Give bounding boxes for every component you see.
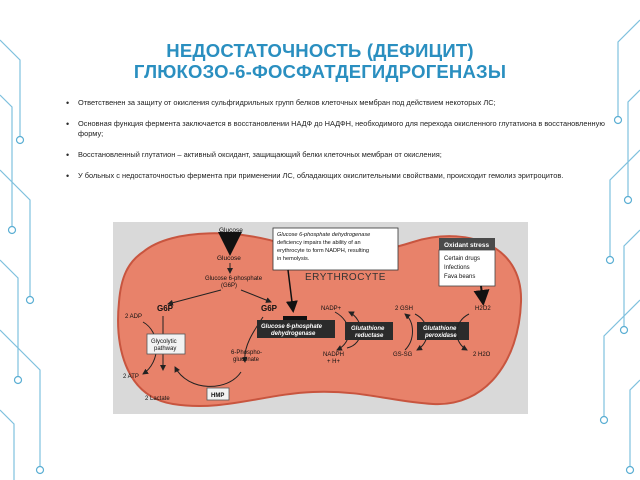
enzyme3-line-2: peroxidase xyxy=(424,333,457,339)
enzyme3-line-1: Glutathione xyxy=(423,326,457,332)
erythrocyte-label: ERYTHROCYTE xyxy=(305,272,386,283)
g6pd-block-bar xyxy=(283,316,307,320)
enzyme1-line-1: Glucose 6-phosphate xyxy=(261,324,323,330)
bullet-item: У больных с недостаточностью фермента пр… xyxy=(66,171,622,181)
atp-label: 2 ATP xyxy=(123,374,139,380)
deficiency-callout-box xyxy=(272,227,399,271)
enzyme2-line-2: reductase xyxy=(355,333,384,339)
glutathione-peroxidase-box xyxy=(417,322,469,340)
bullet-item: Ответственен за защиту от окисления суль… xyxy=(66,98,622,108)
lactate-label: 2 Lactate xyxy=(145,396,170,402)
phosphogluconate-line-2: gluconate xyxy=(233,357,260,363)
glycolytic-pathway-box xyxy=(146,333,186,355)
glucose-label: Glucose xyxy=(217,255,241,262)
oxidant-stress-arrow xyxy=(473,285,490,306)
bullet-list: Ответственен за защиту от окисления суль… xyxy=(66,98,622,192)
g6pd-pathway-diagram: Glucose Glucose Glucose 6-phosphate (G6P… xyxy=(113,222,528,414)
gssg-to-gsh-arrow xyxy=(404,313,413,351)
gssg-label: GS-SG xyxy=(393,352,413,358)
callout-line-1: Glucose 6-phosphate dehydrogenase xyxy=(277,232,370,238)
g6p-label-line-2: (G6P) xyxy=(221,283,237,289)
oxidant-stress-list-box xyxy=(438,249,496,287)
enzyme2-line-1: Glutathione xyxy=(351,326,385,332)
h-plus-label: + H+ xyxy=(327,359,341,365)
title-line-2: ГЛЮКОЗО-6-ФОСФАТДЕГИДРОГЕНАЗЫ xyxy=(133,61,507,82)
oxidant-stress-title: Oxidant stress xyxy=(444,242,490,249)
enzyme1-line-2: dehydrogenase xyxy=(271,331,316,337)
glutathione-reductase-box xyxy=(345,322,393,340)
hmp-box xyxy=(206,387,230,401)
callout-line-4: in hemolysis. xyxy=(277,256,310,262)
h2o2-to-h2o-arrow xyxy=(456,313,470,351)
hmp-return-arrow xyxy=(174,366,242,387)
callout-line-3: erythrocyte to form NADPH, resulting xyxy=(277,248,369,254)
nadp-plus-label: NADP+ xyxy=(321,306,342,312)
oxidant-item: Fava beans xyxy=(444,274,475,280)
gsh-label: 2 GSH xyxy=(395,306,413,312)
callout-line-2: deficiency impairs the ability of an xyxy=(277,240,361,246)
g6pd-enzyme-box xyxy=(257,320,335,338)
g6p-left-label: G6P xyxy=(157,304,174,313)
adp-label: 2 ADP xyxy=(125,314,142,320)
page-title: НЕДОСТАТОЧНОСТЬ (ДЕФИЦИТ) ГЛЮКОЗО-6-ФОСФ… xyxy=(70,40,570,82)
h2o-label: 2 H2O xyxy=(473,352,491,358)
phosphogluconate-line-1: 6-Phospho- xyxy=(231,350,262,356)
oxidant-stress-header xyxy=(439,238,495,250)
g6p-label-line-1: Glucose 6-phosphate xyxy=(205,276,263,282)
h2o2-label: H2O2 xyxy=(475,306,491,312)
hmp-label: HMP xyxy=(211,393,224,399)
title-line-1: НЕДОСТАТОЧНОСТЬ (ДЕФИЦИТ) xyxy=(166,40,474,61)
branch-arrow-left xyxy=(167,289,222,306)
glycolytic-label-line-2: pathway xyxy=(154,346,176,352)
oxidant-item: Infections xyxy=(444,265,470,271)
bullet-item: Восстановленный глутатион – активный окс… xyxy=(66,150,622,160)
nadph-label: NADPH xyxy=(323,352,344,358)
g6p-right-label: G6P xyxy=(261,304,278,313)
callout-pointer-arrow xyxy=(285,269,298,313)
oxidant-item: Certain drugs xyxy=(444,256,480,262)
right-circuit-decoration xyxy=(599,19,640,475)
bullet-item: Основная функция фермента заключается в … xyxy=(66,119,622,139)
left-circuit-decoration xyxy=(0,39,45,480)
glycolytic-label-line-1: Glycolytic xyxy=(151,339,177,345)
branch-arrow-right xyxy=(240,289,272,303)
glucose-top-label: Glucose xyxy=(219,227,243,234)
